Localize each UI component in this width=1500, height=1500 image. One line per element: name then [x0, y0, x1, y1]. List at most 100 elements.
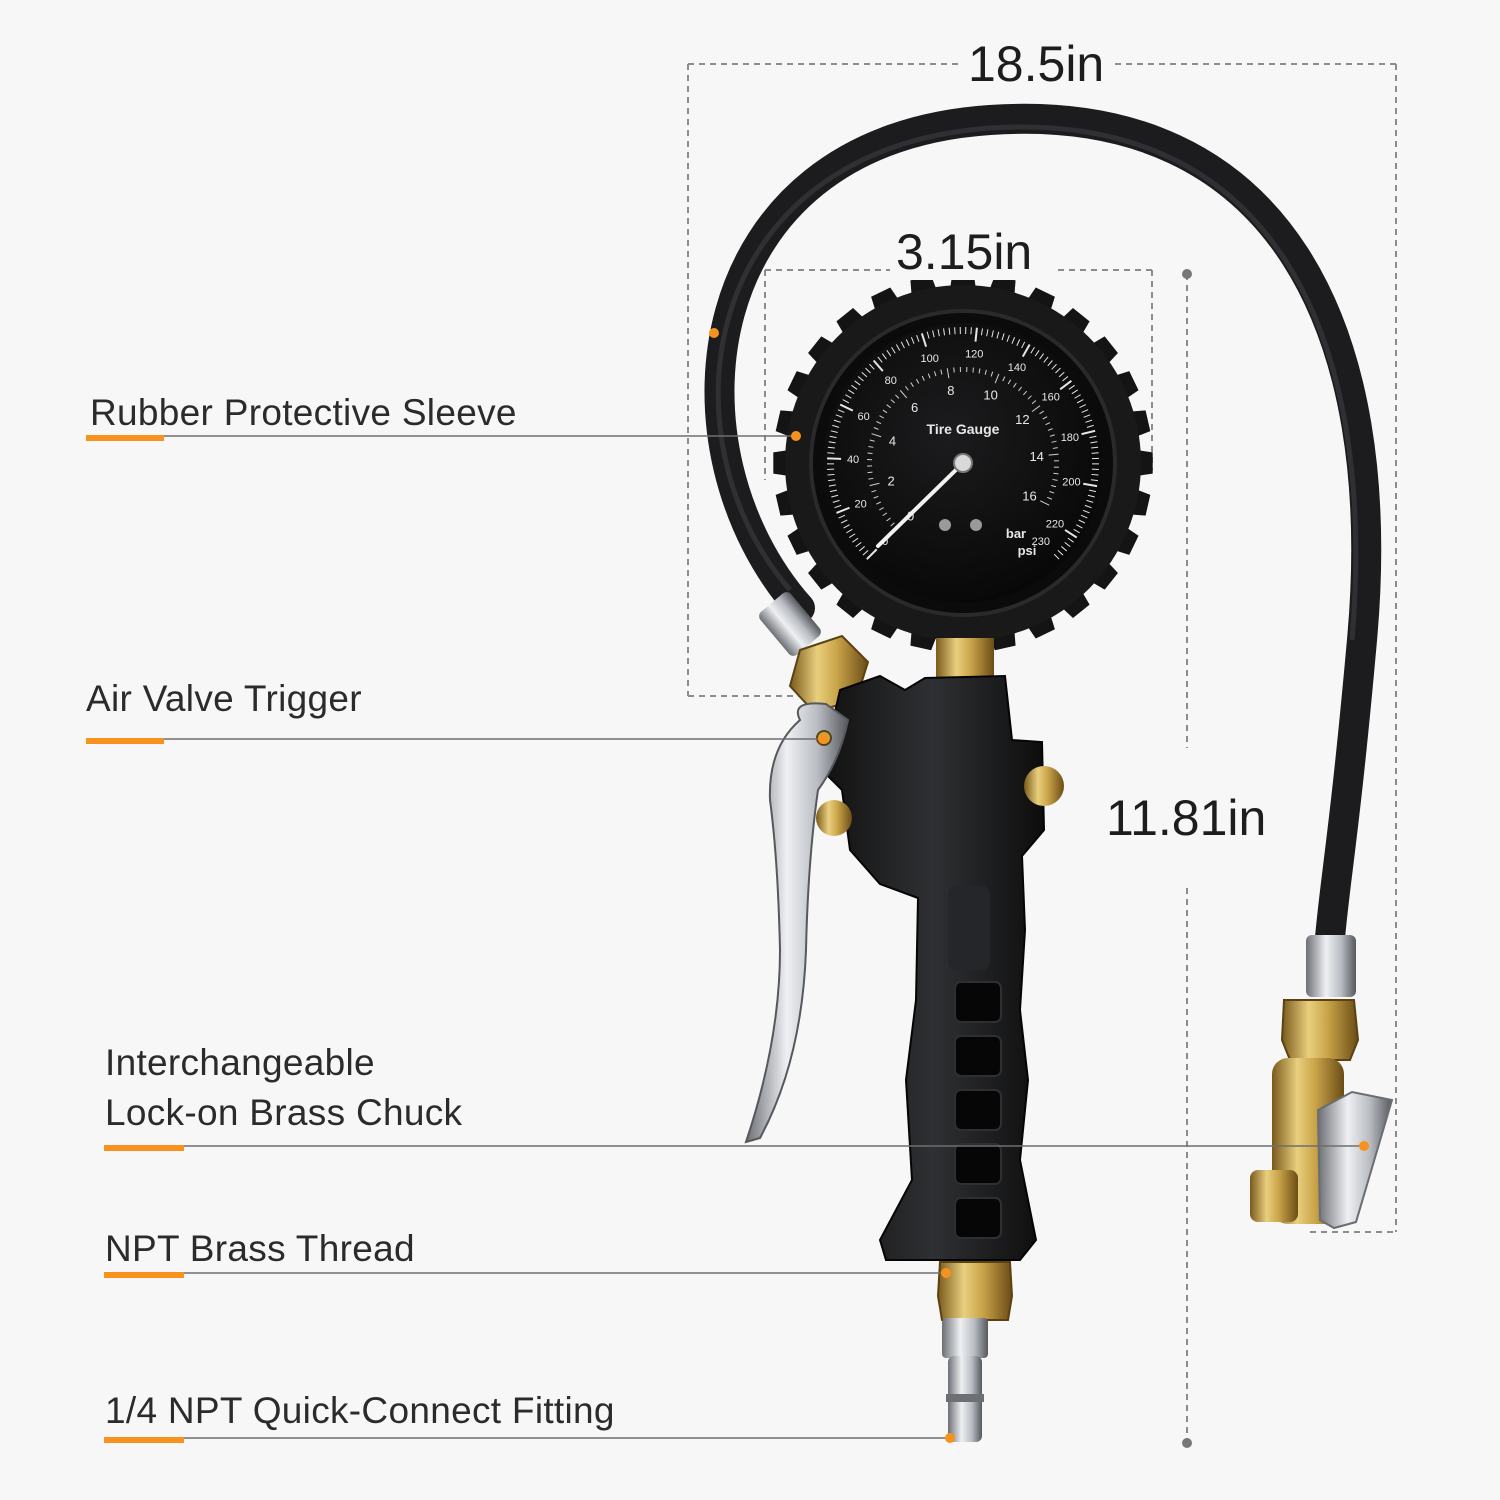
air-hose-highlight	[715, 124, 1359, 641]
gauge-bar-tick	[869, 482, 880, 487]
gauge-tick	[861, 371, 868, 378]
gauge-bar-label: 4	[889, 433, 896, 448]
dimension-lines	[687, 63, 1397, 1443]
height-top-dot	[1182, 269, 1192, 279]
gauge-tick	[891, 347, 896, 354]
chuck-hex-nut	[1280, 999, 1360, 1061]
gauge-tick	[1091, 452, 1099, 454]
gauge-psi-label: 40	[847, 454, 859, 466]
gauge-tick	[830, 430, 838, 433]
gauge-bar-tick	[978, 368, 981, 374]
gauge-tick	[1011, 336, 1016, 344]
gauge-tick	[886, 350, 892, 357]
gauge-tick	[877, 356, 883, 363]
gauge-psi-label: 140	[1008, 362, 1026, 374]
gauge-bar-tick	[868, 445, 874, 448]
gauge-tick	[1053, 553, 1060, 560]
gauge-psi-label: 200	[1062, 477, 1080, 489]
gauge-tick	[1064, 529, 1078, 539]
gauge-bar-tick	[990, 371, 994, 377]
chuck-ferrule	[1306, 935, 1356, 997]
callout-rubber-sleeve: Rubber Protective Sleeve	[90, 392, 517, 433]
callout-npt-brass-thread: NPT Brass Thread	[105, 1228, 415, 1269]
gauge-tick	[1067, 537, 1074, 543]
gauge-tick	[1021, 343, 1031, 358]
gauge-bar-tick	[886, 404, 892, 409]
dot-fitting	[945, 1433, 955, 1443]
gauge-tick	[827, 452, 835, 454]
gauge-bar-tick	[879, 415, 885, 419]
gauge-tick	[1090, 479, 1098, 482]
gauge-tick	[838, 514, 846, 519]
gauge-bar-tick	[940, 369, 943, 375]
gauge-tick	[1055, 367, 1061, 374]
gauge-bar-tick	[904, 385, 909, 391]
gauge-psi-label: 180	[1061, 432, 1079, 444]
gauge-bar-tick	[890, 399, 895, 404]
dot-chuck	[1359, 1141, 1369, 1151]
gauge-tick	[986, 329, 989, 337]
gauge-psi-label: 160	[1041, 392, 1059, 404]
gauge-bar-label: 2	[887, 473, 894, 488]
gauge-bar-tick	[1049, 491, 1055, 494]
gauge-tick	[1034, 350, 1040, 357]
gauge-tick	[852, 537, 859, 543]
gauge-tick	[916, 334, 920, 342]
side-port-brass-left	[816, 800, 852, 836]
gauge-bar-tick	[1047, 496, 1053, 500]
gauge-tick	[974, 327, 978, 342]
gauge-tick	[842, 399, 850, 404]
gauge-bar-tick	[915, 378, 920, 384]
gauge-screw-right	[970, 519, 982, 531]
grip-ribs	[954, 981, 1002, 1239]
gauge-bar-tick	[1052, 447, 1058, 449]
gauge-psi-label: 60	[858, 411, 870, 423]
gauge-tick	[1076, 524, 1083, 529]
chuck-tip	[1250, 1170, 1298, 1222]
callout-leaders	[86, 435, 1362, 1439]
gauge-bar-tick	[882, 512, 888, 517]
gauge-tick	[833, 419, 841, 423]
gauge-tick	[828, 484, 836, 487]
callout-air-valve-trigger: Air Valve Trigger	[86, 678, 362, 719]
gauge-bar-label: 6	[911, 400, 918, 415]
gauge-tick	[1086, 499, 1094, 503]
gauge-bar-tick	[1047, 428, 1053, 431]
gauge-tick	[851, 384, 858, 390]
gauge-bar-tick	[871, 489, 877, 493]
gauge-bar-tick	[1031, 400, 1037, 405]
gauge-bar-tick	[890, 522, 895, 527]
gauge-tick	[1079, 404, 1087, 409]
gauge-tick	[1058, 371, 1065, 378]
gauge-bar-tick	[876, 421, 882, 425]
gauge-tick	[937, 329, 940, 337]
gauge-tick	[996, 331, 1000, 339]
gauge-bar-tick	[869, 439, 875, 442]
gauge-tick	[1090, 441, 1098, 444]
gauge-bar-label: 8	[947, 383, 954, 398]
gauge-bar-tick	[1031, 405, 1041, 413]
gauge-tick	[1084, 504, 1092, 509]
gauge-bar-tick	[868, 477, 874, 480]
gauge-tick	[1061, 546, 1068, 552]
gauge-bar-tick	[1039, 410, 1045, 415]
dimension-overall-height: 11.81in	[1100, 790, 1273, 846]
gauge-bar-tick	[1052, 478, 1058, 481]
gauge-tick	[1030, 347, 1035, 354]
side-port-brass	[1024, 766, 1064, 806]
gauge-tick	[1073, 528, 1080, 534]
gauge-tick-marks	[826, 327, 1100, 560]
gauge-tick	[943, 328, 946, 336]
gauge-tick	[1091, 473, 1099, 476]
gauge-bar-tick	[946, 368, 950, 379]
gauge-tick	[1047, 360, 1053, 367]
gauge-psi-label: 230	[1032, 536, 1050, 548]
gauge-psi-label: 120	[965, 349, 983, 361]
gauge-tick	[948, 327, 951, 335]
gauge-bar-tick	[1045, 422, 1051, 426]
gauge-tick	[895, 344, 901, 351]
gauge-psi-label: 100	[921, 353, 939, 365]
gauge-bar-tick	[873, 427, 879, 430]
callout-chuck-line2: Lock-on Brass Chuck	[105, 1092, 463, 1133]
quick-connect-groove	[946, 1394, 984, 1402]
